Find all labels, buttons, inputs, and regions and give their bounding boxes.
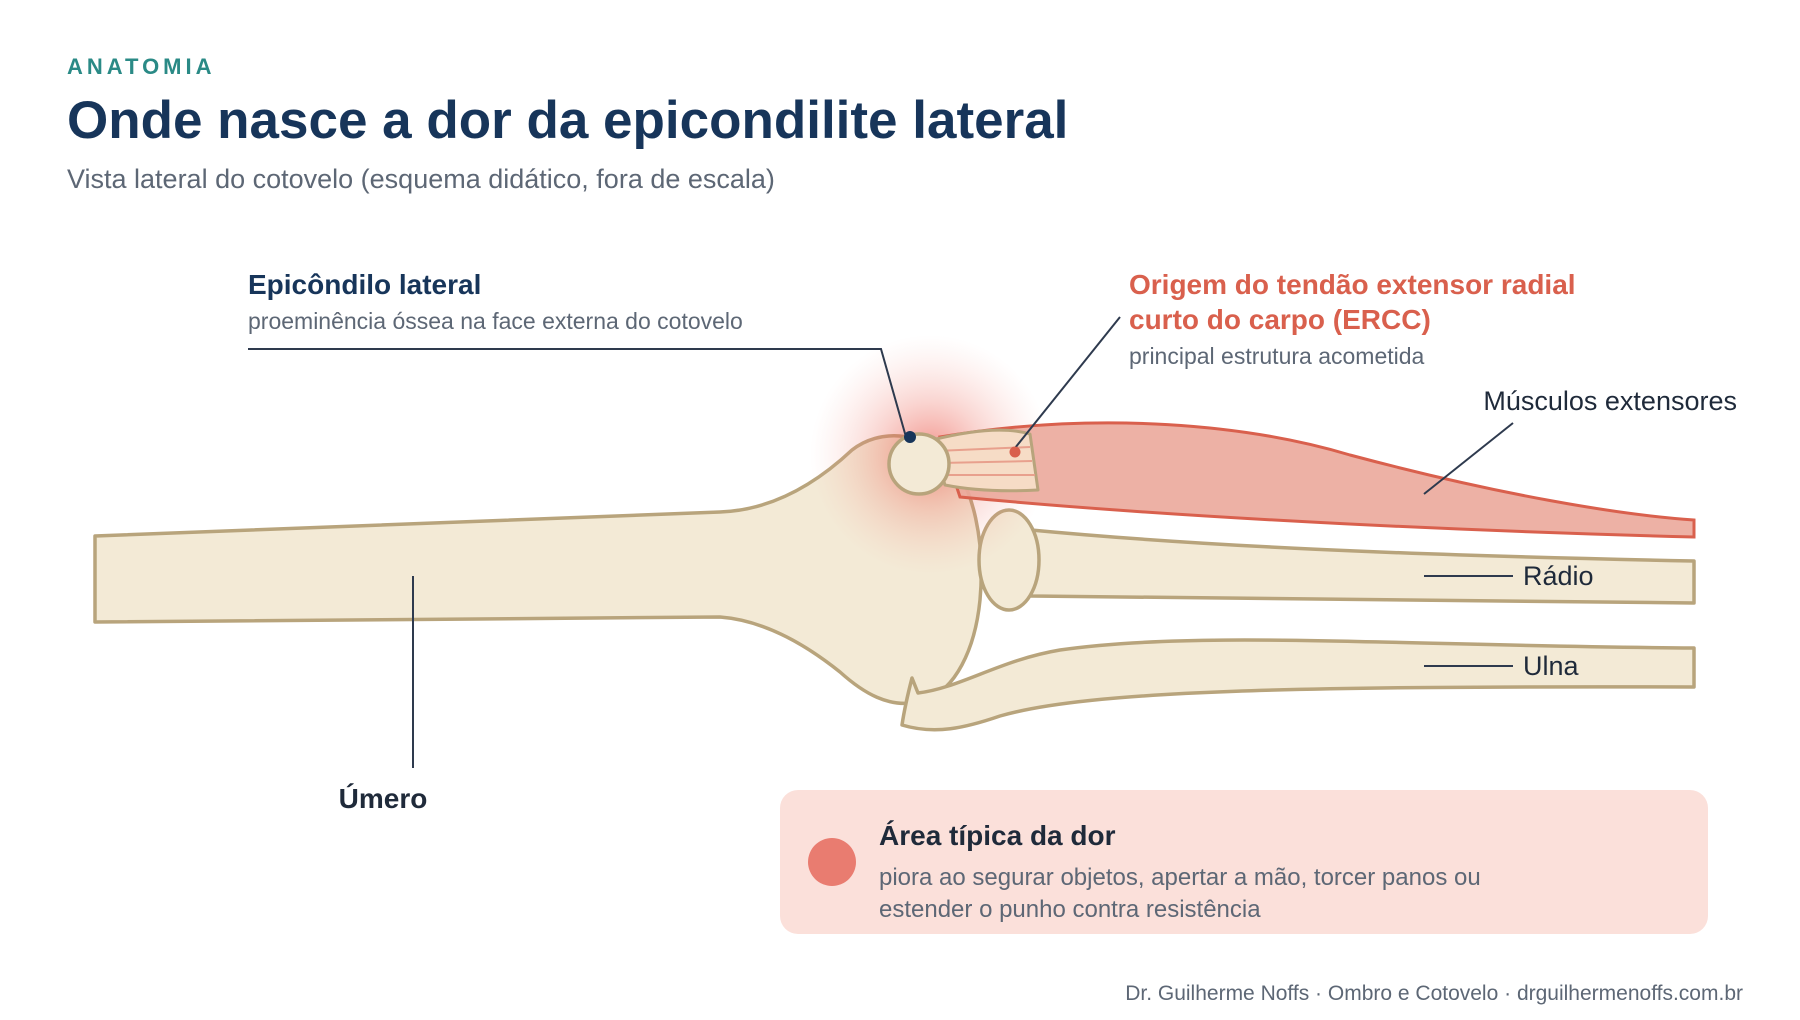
- epicondyle-label: Epicôndilo lateral: [248, 269, 481, 300]
- footer-credit: Dr. Guilherme Noffs · Ombro e Cotovelo ·…: [1125, 982, 1743, 1005]
- epicondyle-description: proeminência óssea na face externa do co…: [248, 308, 743, 334]
- epicondyle-leader-line: [248, 348, 907, 438]
- pain-area-legend: Área típica da dor piora ao segurar obje…: [780, 790, 1708, 934]
- ercc-description: principal estrutura acometida: [1129, 343, 1425, 369]
- radius-bone: [1029, 528, 1696, 605]
- humerus-label: Úmero: [339, 783, 428, 814]
- extensor-muscles: [938, 421, 1696, 539]
- page-subtitle: Vista lateral do cotovelo (esquema didát…: [67, 164, 775, 195]
- lateral-epicondyle: [887, 432, 951, 496]
- header: ANATOMIA Onde nasce a dor da epicondilit…: [67, 54, 1068, 195]
- ercc-marker: [1009, 446, 1021, 458]
- ercc-label-line2: curto do carpo (ERCC): [1129, 304, 1431, 335]
- pain-area-title: Área típica da dor: [879, 820, 1116, 851]
- section-kicker: ANATOMIA: [67, 54, 216, 79]
- muscles-label: Músculos extensores: [1483, 386, 1737, 416]
- epicondyle-marker: [904, 431, 916, 443]
- page-title: Onde nasce a dor da epicondilite lateral: [67, 91, 1069, 150]
- ulna-label: Ulna: [1523, 651, 1580, 681]
- ulna-bone: [900, 638, 1696, 732]
- pain-area-dot: [808, 838, 856, 886]
- ercc-label-line1: Origem do tendão extensor radial: [1129, 269, 1576, 300]
- ercc-leader-line: [1014, 316, 1121, 449]
- muscles-leader-line: [1423, 422, 1514, 495]
- radius-label: Rádio: [1523, 561, 1594, 591]
- pain-area-description: piora ao segurar objetos, apertar a mão,…: [879, 864, 1481, 923]
